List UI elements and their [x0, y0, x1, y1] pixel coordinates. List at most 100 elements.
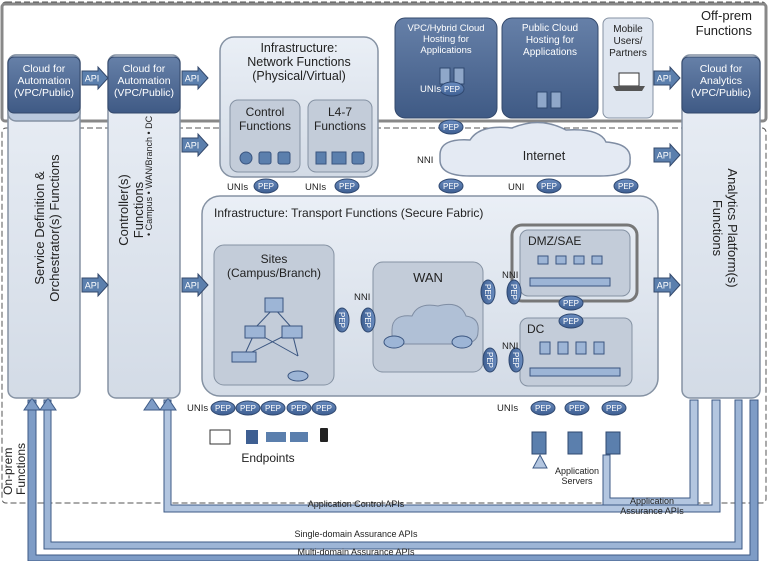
endpoint-icons: [209, 428, 328, 445]
pep-node: PEP: [253, 178, 279, 194]
sites-box: [213, 244, 335, 386]
api-label: API: [85, 74, 100, 84]
nni-label: NNI: [502, 270, 518, 281]
pep-node: PEP: [360, 307, 376, 333]
controller-label: Controller(s)Functions: [116, 174, 146, 246]
unis-label: UNIs: [305, 182, 326, 193]
on-prem-label: On-premFunctions: [1, 443, 28, 495]
pep-label: PEP: [240, 404, 256, 413]
pep-node: PEP: [439, 81, 465, 97]
pep-label: PEP: [265, 404, 281, 413]
campus-topology: [231, 297, 309, 382]
cloud-analytics: [681, 56, 761, 114]
api-label: API: [185, 74, 200, 84]
internet-label: Internet: [523, 149, 566, 163]
api-label: API: [657, 74, 672, 84]
pep-label: PEP: [337, 312, 346, 328]
app-assurance-loop: [602, 399, 699, 506]
pep-label: PEP: [485, 352, 494, 368]
dmz-fabric-icons: [529, 255, 611, 287]
api-label: API: [185, 141, 200, 151]
pep-label: PEP: [443, 123, 459, 132]
pep-label: PEP: [563, 299, 579, 308]
api-label: API: [657, 281, 672, 291]
endpoints-label: Endpoints: [241, 451, 294, 465]
pep-node: PEP: [438, 119, 464, 135]
pep-label: PEP: [258, 182, 274, 191]
controller-box: [107, 54, 181, 399]
pep-node: PEP: [286, 400, 312, 416]
pep-node: PEP: [506, 279, 522, 305]
pep-label: PEP: [541, 182, 557, 191]
nni-label: NNI: [417, 155, 433, 166]
cloud-automation-left: [7, 56, 81, 114]
pep-label: PEP: [618, 182, 634, 191]
pep-label: PEP: [509, 284, 518, 300]
pep-node: PEP: [334, 178, 360, 194]
control-device-icons: [239, 151, 291, 165]
unis-label: UNIs: [187, 403, 208, 414]
single-domain-apis-label: Single-domain Assurance APIs: [294, 529, 418, 539]
multi-domain-apis-label: Multi-domain Assurance APIs: [297, 547, 415, 557]
internet-cloud: [439, 121, 631, 177]
transport-label: Infrastructure: Transport Functions (Sec…: [214, 206, 483, 220]
pep-node: PEP: [482, 347, 498, 373]
pep-node: PEP: [558, 313, 584, 329]
dmz-label: DMZ/SAE: [528, 234, 581, 248]
pep-node: PEP: [334, 307, 350, 333]
orchestrator-label: Service Definition &Orchestrator(s) Func…: [32, 154, 62, 302]
api-arrow: API: [81, 65, 109, 91]
pep-label: PEP: [316, 404, 332, 413]
wan-label: WAN: [413, 270, 443, 285]
pep-label: PEP: [363, 312, 372, 328]
pep-label: PEP: [535, 404, 551, 413]
api-arrow: API: [181, 65, 209, 91]
api-arrow: API: [653, 142, 681, 168]
analytics-label: Analytics Platform(s)Functions: [710, 168, 740, 287]
api-label: API: [185, 281, 200, 291]
public-server-icons: [536, 91, 562, 109]
api-label: API: [85, 281, 100, 291]
app-control-loop: [163, 399, 721, 513]
pep-node: PEP: [480, 279, 496, 305]
api-label: API: [657, 151, 672, 161]
unis-label: UNIs: [420, 84, 441, 95]
l47-device-icons: [315, 151, 365, 165]
laptop-icon: [613, 72, 645, 91]
uni-label: UNI: [508, 182, 524, 193]
api-arrows: API API API API API API API API: [81, 65, 681, 298]
pep-node: PEP: [210, 400, 236, 416]
pep-node: PEP: [311, 400, 337, 416]
pep-label: PEP: [569, 404, 585, 413]
pep-label: PEP: [443, 182, 459, 191]
pep-node: PEP: [235, 400, 261, 416]
pep-node: PEP: [260, 400, 286, 416]
mobile-box: [602, 17, 654, 119]
pep-node: PEP: [564, 400, 590, 416]
unis-label: UNIs: [497, 403, 518, 414]
api-arrow: API: [653, 272, 681, 298]
pep-label: PEP: [563, 317, 579, 326]
public-cloud-box: [501, 17, 599, 119]
nni-label: NNI: [354, 292, 370, 303]
pep-label: PEP: [511, 352, 520, 368]
pep-label: PEP: [339, 182, 355, 191]
pep-node: PEP: [508, 347, 524, 373]
nni-label: NNI: [502, 341, 518, 352]
pep-label: PEP: [483, 284, 492, 300]
pep-node: PEP: [601, 400, 627, 416]
api-arrow: API: [181, 272, 209, 298]
